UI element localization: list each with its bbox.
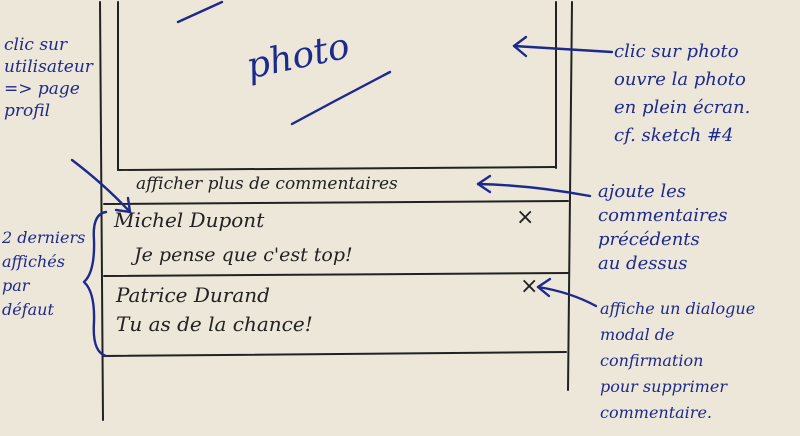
arrow-delete-head [536,277,552,298]
photo-stroke-top [176,0,224,24]
comment-2-delete-icon[interactable]: × [520,274,539,299]
comment-2-text: Tu as de la chance! [116,312,313,336]
show-more-comments-link[interactable]: afficher plus de commentaires [136,174,398,194]
annotation-user-click: clic sur utilisateur => page profil [4,35,93,121]
annotation-photo-click: clic sur photo ouvre la photo en plein é… [614,41,751,146]
annotation-last-two-default: 2 derniers affichés par défaut [2,228,86,319]
annotation-show-more: ajoute les commentaires précédents au de… [598,181,728,274]
comment-1-author[interactable]: Michel Dupont [114,208,265,232]
annotation-delete-dialog: affiche un dialogue modal de confirmatio… [600,299,756,422]
show-more-row-bottom [103,200,569,205]
comment-1-delete-icon[interactable]: × [516,205,535,230]
phone-frame-right [567,1,573,391]
arrow-user-profile [70,158,132,214]
arrow-photo [512,44,614,54]
comment-1-text: Je pense que c'est top! [134,244,353,266]
arrow-photo-head [512,35,528,58]
arrow-show-more-head [476,174,492,194]
brace-last-two [82,210,108,358]
comments-bottom [103,351,567,357]
photo-box-bottom [117,166,557,171]
comment-divider [103,272,569,277]
photo-stroke-diagonal [290,70,392,126]
arrow-user-profile-head [114,196,132,214]
phone-frame-left [99,1,104,421]
arrow-delete [536,285,598,308]
arrow-show-more [476,182,592,198]
comment-2-author[interactable]: Patrice Durand [116,283,270,307]
